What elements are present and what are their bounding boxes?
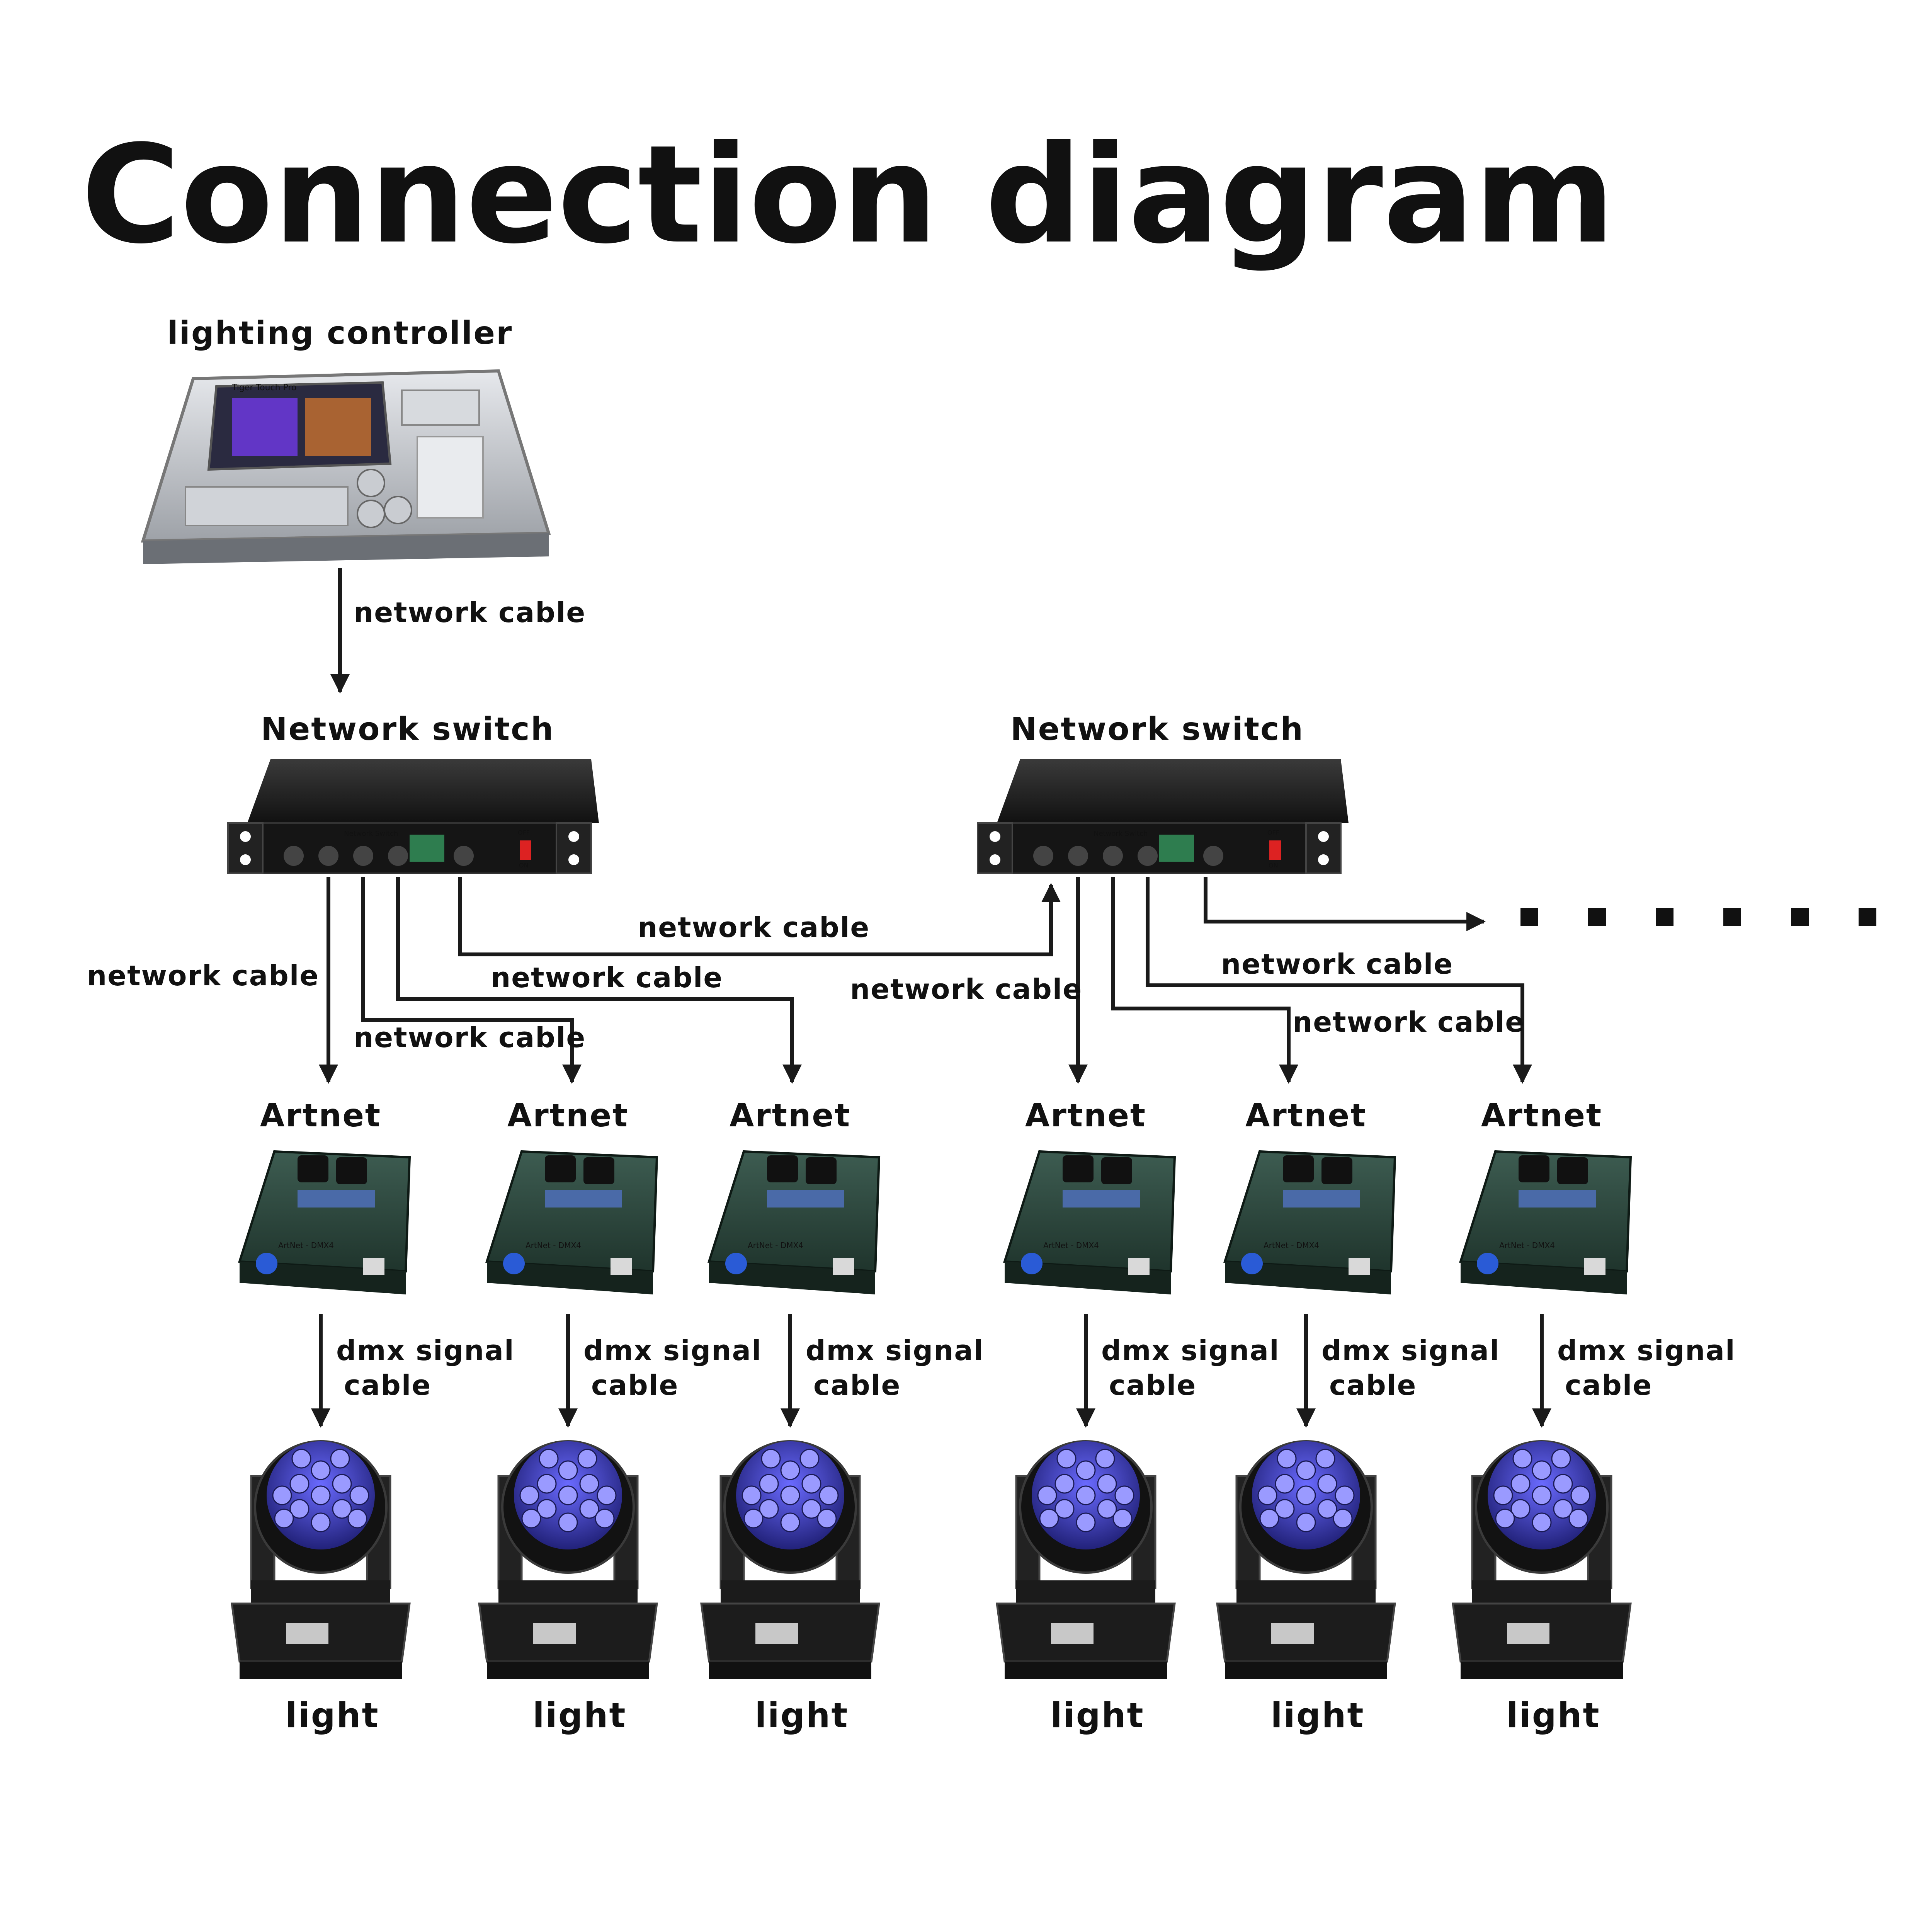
artnet-node-1-image: ArtNet - DMX4 — [238, 1150, 411, 1294]
cable-label-artnet6: network cable — [1221, 948, 1453, 980]
switch1-panel-text: Network Switch — [344, 830, 398, 838]
cable-label-artnet5: network cable — [1293, 1006, 1525, 1038]
dmx-label-line1-3: dmx signal — [806, 1334, 984, 1367]
moving-head-light-2-image — [478, 1440, 658, 1679]
console-brand-text: Tiger Touch Pro — [231, 383, 296, 393]
cable-switch2-to-more — [1204, 877, 1486, 931]
lighting-controller-image: Tiger Touch Pro — [141, 369, 551, 564]
cable-label-artnet4: network cable — [850, 973, 1082, 1005]
network-switch-2-image: Network Switch OFF ON — [977, 759, 1349, 874]
controller-label: lighting controller — [167, 315, 513, 352]
switch1-cables — [319, 877, 1061, 1084]
artnet-label-4: Artnet — [1025, 1097, 1146, 1134]
cable-switch2-to-artnet6 — [1146, 877, 1532, 1084]
switch2-label: Network switch — [1010, 711, 1304, 748]
artnet-node-5-image: ArtNet - DMX4 — [1223, 1150, 1396, 1294]
cable-switch1-to-artnet2 — [361, 877, 582, 1084]
dmx-label-line1-1: dmx signal — [336, 1334, 515, 1367]
cable-switch2-to-artnet5 — [1111, 877, 1298, 1084]
cable-switch1-to-artnet3 — [396, 877, 802, 1084]
artnet-label-3: Artnet — [730, 1097, 851, 1134]
light-label-2: light — [532, 1696, 626, 1735]
artnet-model-text-2: ArtNet - DMX4 — [526, 1241, 581, 1250]
cable-label-artnet3: network cable — [491, 961, 723, 994]
page-title: Connection diagram — [81, 116, 1615, 274]
artnet-node-2-image: ArtNet - DMX4 — [485, 1150, 658, 1294]
switch2-power-on-text: ON — [1269, 862, 1278, 869]
cable-label-artnet2: network cable — [354, 1021, 586, 1054]
switch2-panel-text: Network Switch — [1094, 830, 1148, 838]
dmx-label-line2-2: cable — [591, 1369, 679, 1401]
cable-label-controller: network cable — [354, 596, 586, 629]
switch2-power-off-text: OFF — [1267, 829, 1279, 836]
dmx-label-line2-5: cable — [1329, 1369, 1417, 1401]
artnet-model-text-1: ArtNet - DMX4 — [278, 1241, 334, 1250]
dmx-label-line1-4: dmx signal — [1101, 1334, 1280, 1367]
artnet-node-4-image: ArtNet - DMX4 — [1003, 1150, 1176, 1294]
artnet-node-6-image: ArtNet - DMX4 — [1459, 1150, 1632, 1294]
network-switch-1-image: Network Switch OFF ON — [227, 759, 599, 874]
light-label-1: light — [285, 1696, 379, 1735]
light-label-3: light — [755, 1696, 849, 1735]
cable-label-artnet1: network cable — [87, 959, 319, 992]
cable-switch1-to-switch2 — [458, 877, 1061, 956]
artnet-label-5: Artnet — [1245, 1097, 1367, 1134]
moving-head-light-3-image — [700, 1440, 880, 1679]
dmx-label-line2-3: cable — [813, 1369, 901, 1401]
moving-head-light-6-image — [1452, 1440, 1632, 1679]
switch1-label: Network switch — [261, 711, 554, 748]
dmx-label-line2-6: cable — [1565, 1369, 1652, 1401]
dmx-label-line1-2: dmx signal — [583, 1334, 762, 1367]
light-label-6: light — [1506, 1696, 1600, 1735]
cable-label-switch2: network cable — [638, 911, 870, 944]
switch2-cables — [1068, 877, 1532, 1084]
artnet-model-text-6: ArtNet - DMX4 — [1499, 1241, 1555, 1250]
moving-head-light-5-image — [1216, 1440, 1396, 1679]
light-label-5: light — [1270, 1696, 1364, 1735]
moving-head-light-1-image — [231, 1440, 411, 1679]
dmx-label-line1-6: dmx signal — [1557, 1334, 1736, 1367]
moving-head-light-4-image — [996, 1440, 1176, 1679]
artnet-label-1: Artnet — [260, 1097, 381, 1134]
light-label-4: light — [1050, 1696, 1144, 1735]
artnet-model-text-4: ArtNet - DMX4 — [1043, 1241, 1099, 1250]
artnet-model-text-5: ArtNet - DMX4 — [1264, 1241, 1319, 1250]
artnet-label-2: Artnet — [507, 1097, 629, 1134]
artnet-node-3-image: ArtNet - DMX4 — [707, 1150, 881, 1294]
artnet-label-6: Artnet — [1481, 1097, 1602, 1134]
switch1-power-off-text: OFF — [518, 829, 530, 836]
artnet-model-text-3: ArtNet - DMX4 — [748, 1241, 803, 1250]
continuation-dots — [1520, 908, 1876, 926]
dmx-label-line1-5: dmx signal — [1321, 1334, 1500, 1367]
switch1-power-on-text: ON — [519, 862, 529, 869]
dmx-label-line2-4: cable — [1109, 1369, 1196, 1401]
dmx-label-line2-1: cable — [344, 1369, 431, 1401]
